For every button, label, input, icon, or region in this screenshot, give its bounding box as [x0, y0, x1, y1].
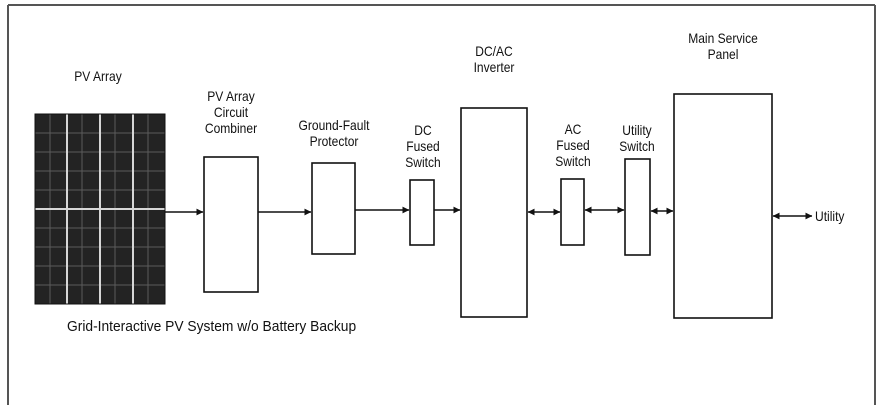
label-line: Switch [405, 154, 441, 170]
inverter-label: DC/AC Inverter [460, 43, 529, 75]
ground-fault-protector-box [311, 162, 356, 255]
utility-label: Utility [815, 208, 862, 224]
label-line: Ground-Fault [298, 117, 370, 133]
dc-fused-switch-box [409, 179, 435, 246]
utility-switch-label: Utility Switch [607, 122, 667, 154]
label-line: Fused [406, 138, 440, 154]
label-line: PV Array [207, 88, 255, 104]
label-line: Main Service [688, 30, 758, 46]
label-line: Switch [619, 138, 655, 154]
service-panel-box [673, 93, 773, 319]
dc-fused-switch-label: DC Fused Switch [393, 122, 453, 170]
label-line: Panel [707, 46, 739, 62]
label-line: Switch [555, 153, 591, 169]
label-line: Protector [309, 133, 359, 149]
diagram-frame [7, 4, 876, 405]
pv-array-label: PV Array [55, 68, 141, 84]
label-line: Combiner [204, 120, 258, 136]
label-line: Inverter [473, 59, 515, 75]
diagram-caption: Grid-Interactive PV System w/o Battery B… [67, 318, 357, 335]
label-line: Circuit [213, 104, 249, 120]
combiner-label: PV Array Circuit Combiner [188, 88, 274, 136]
inverter-box [460, 107, 528, 318]
label-line: AC [564, 121, 582, 137]
ground-fault-protector-label: Ground-Fault Protector [282, 117, 385, 149]
ac-fused-switch-box [560, 178, 585, 246]
label-line: Utility [622, 122, 652, 138]
service-panel-label: Main Service Panel [671, 30, 774, 62]
label-line: Fused [556, 137, 590, 153]
label-line: DC/AC [475, 43, 513, 59]
pv-array-panel [34, 113, 166, 305]
utility-switch-box [624, 158, 651, 256]
combiner-box [203, 156, 259, 293]
label-line: DC [414, 122, 432, 138]
label-line: Utility [815, 208, 845, 224]
ac-fused-switch-label: AC Fused Switch [543, 121, 603, 169]
label-line: PV Array [74, 68, 122, 84]
